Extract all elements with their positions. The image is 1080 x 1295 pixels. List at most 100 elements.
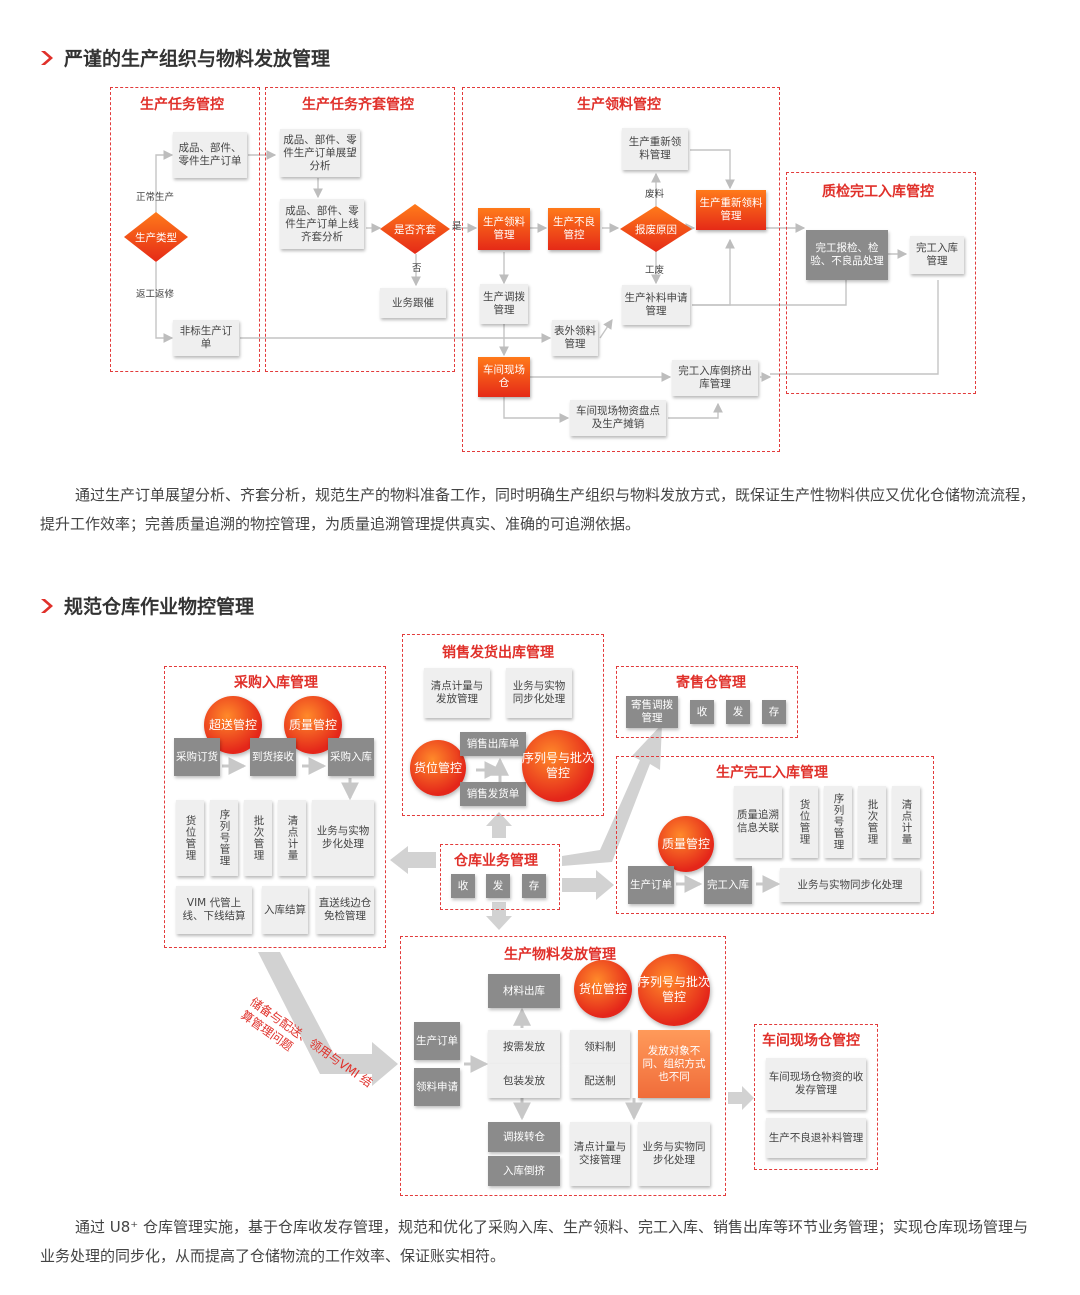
sales-title: 销售发货出库管理 <box>442 645 554 661</box>
sales-circle-1: 货位管控 <box>410 740 466 796</box>
label-no: 否 <box>412 263 422 274</box>
frame-consign <box>616 666 798 738</box>
center-recv: 收 <box>451 874 475 898</box>
center-title: 仓库业务管理 <box>454 853 538 869</box>
transfer-box: 生产调拨管理 <box>480 284 528 324</box>
sales-out: 销售出库单 <box>460 732 526 756</box>
section1-paragraph: 通过生产订单展望分析、齐套分析，规范生产的物料准备工作，同时明确生产组织与物料发… <box>40 486 1036 533</box>
nonstd-order-box: 非标生产订单 <box>173 320 239 356</box>
consign-title: 寄售仓管理 <box>676 675 746 691</box>
issue-material-out: 材料出库 <box>488 974 560 1008</box>
chevron-right-icon <box>41 598 53 613</box>
finish-trace: 质量追溯信息关联 <box>734 786 782 858</box>
outlook-box: 成品、部件、零件生产订单展望分析 <box>280 129 360 177</box>
sales-t1: 清点计量与发放管理 <box>424 668 490 718</box>
consign-recv: 收 <box>690 700 714 724</box>
workshop-b2: 生产不良退补料管理 <box>766 1118 866 1158</box>
issue-count: 清点计量与交接管理 <box>570 1122 630 1186</box>
issue-dispatch-sys: 配送制 <box>570 1064 630 1098</box>
extra-issue-box: 表外领料管理 <box>552 320 598 356</box>
issue-circle-1: 货位管控 <box>574 960 632 1018</box>
issue-transfer: 调拨转仓 <box>488 1122 560 1152</box>
purchase-circle-2: 质量管控 <box>284 696 342 754</box>
consign-c1: 寄售调拨管理 <box>626 696 678 728</box>
finish-title: 生产完工入库管理 <box>716 765 828 781</box>
workshop-title: 车间现场仓管控 <box>762 1033 860 1049</box>
prod-type-diamond: 生产类型 <box>124 212 188 262</box>
finish-v3: 批次管理 <box>858 786 886 858</box>
section2-heading: 规范仓库作业物控管理 <box>40 592 254 619</box>
reissue-right-box: 生产重新领料管理 <box>696 190 766 230</box>
purchase-v1: 货位管理 <box>176 800 204 876</box>
section2-paragraph: 通过 U8⁺ 仓库管理实施，基于仓库收发存管理，规范和优化了采购入库、生产领料、… <box>40 1218 1028 1265</box>
frame-issue <box>462 87 780 452</box>
scrap-reason-diamond: 报废原因 <box>620 206 692 252</box>
is-kit-diamond: 是否齐套 <box>380 204 450 254</box>
sales-t2: 业务与实物同步化处理 <box>506 668 572 718</box>
label-labor: 工废 <box>645 265 665 276</box>
normal-order-box: 成品、部件、零件生产订单 <box>173 132 247 178</box>
purchase-v3: 批次管理 <box>244 800 272 876</box>
frame-purchase <box>164 666 386 948</box>
finish-in: 完工入库 <box>704 866 752 904</box>
sales-ship: 销售发货单 <box>460 782 526 806</box>
purchase-v4: 清点计量 <box>278 800 306 876</box>
finish-order: 生产订单 <box>628 866 674 904</box>
section1-title: 严谨的生产组织与物料发放管理 <box>64 48 331 70</box>
purchase-vim: VIM 代管上线、下线结算 <box>176 886 252 934</box>
issue-mgmt-box: 生产领料管理 <box>478 208 530 250</box>
purchase-title: 采购入库管理 <box>234 675 318 691</box>
label-yes: 是 <box>452 221 462 232</box>
inventory-box: 车间现场物资盘点及生产摊销 <box>570 400 666 436</box>
label-waste: 废料 <box>645 189 665 200</box>
consign-send: 发 <box>726 700 750 724</box>
sales-circle-2: 序列号与批次管控 <box>522 730 594 802</box>
purchase-instock: 入库结算 <box>262 886 308 934</box>
section2-title: 规范仓库作业物控管理 <box>64 596 255 618</box>
purchase-step-3: 采购入库 <box>328 738 374 776</box>
frame-issue2 <box>400 936 726 1196</box>
kit-analysis-box: 成品、部件、零件生产订单上线齐套分析 <box>280 199 364 249</box>
center-store: 存 <box>522 874 546 898</box>
purchase-sync: 业务与实物步化处理 <box>312 800 374 876</box>
purchase-step-2: 到货接收 <box>250 738 296 776</box>
issue-note: 发放对象不同、组织方式也不同 <box>638 1030 710 1098</box>
section1-heading: 严谨的生产组织与物料发放管理 <box>40 44 330 71</box>
issue-title: 生产物料发放管理 <box>504 947 616 963</box>
finish-in-box: 完工入库管理 <box>910 236 964 274</box>
issue-pick-sys: 领料制 <box>570 1030 630 1064</box>
follow-up-box: 业务跟催 <box>380 288 446 318</box>
frame-issue-title: 生产领料管控 <box>577 97 661 113</box>
workshop-b1: 车间现场仓物资的收发存管理 <box>766 1058 866 1110</box>
label-rework: 返工返修 <box>136 289 175 300</box>
frame-sales <box>402 634 604 816</box>
frame-kit-title: 生产任务齐套管控 <box>302 97 414 113</box>
issue-sync: 业务与实物同步化处理 <box>638 1122 710 1186</box>
label-normal: 正常生产 <box>136 192 175 203</box>
frame-qc <box>786 172 976 394</box>
finish-v2: 序列号管理 <box>824 786 852 858</box>
diagonal-annotation: 储备与配送、领用与VMI 结算管理问题 <box>238 994 375 1090</box>
issue-on-demand: 按需发放 <box>488 1030 560 1064</box>
frame-qc-title: 质检完工入库管控 <box>822 184 934 200</box>
frame-center <box>440 844 560 910</box>
reissue-top-box: 生产重新领料管理 <box>622 128 688 170</box>
issue-order: 生产订单 <box>414 1022 460 1060</box>
chevron-right-icon <box>41 50 53 65</box>
frame-finish <box>616 756 934 914</box>
center-send: 发 <box>486 874 510 898</box>
finish-v4: 清点计量 <box>892 786 920 858</box>
frame-workshop <box>754 1024 878 1170</box>
issue-pack: 包装发放 <box>488 1064 560 1098</box>
finish-circle: 质量管控 <box>658 816 714 872</box>
supplement-box: 生产补料申请管理 <box>622 285 690 325</box>
frame-task <box>110 87 260 372</box>
backflush-box: 完工入库倒挤出库管理 <box>672 360 758 396</box>
purchase-step-1: 采购订货 <box>174 738 220 776</box>
purchase-v2: 序列号管理 <box>210 800 238 876</box>
finish-sync: 业务与实物同步化处理 <box>780 868 920 902</box>
frame-kit <box>265 87 455 372</box>
issue-request: 领料申请 <box>414 1068 460 1106</box>
issue-backflush: 入库倒挤 <box>488 1156 560 1186</box>
workshop-wh-box: 车间现场仓 <box>478 357 530 397</box>
